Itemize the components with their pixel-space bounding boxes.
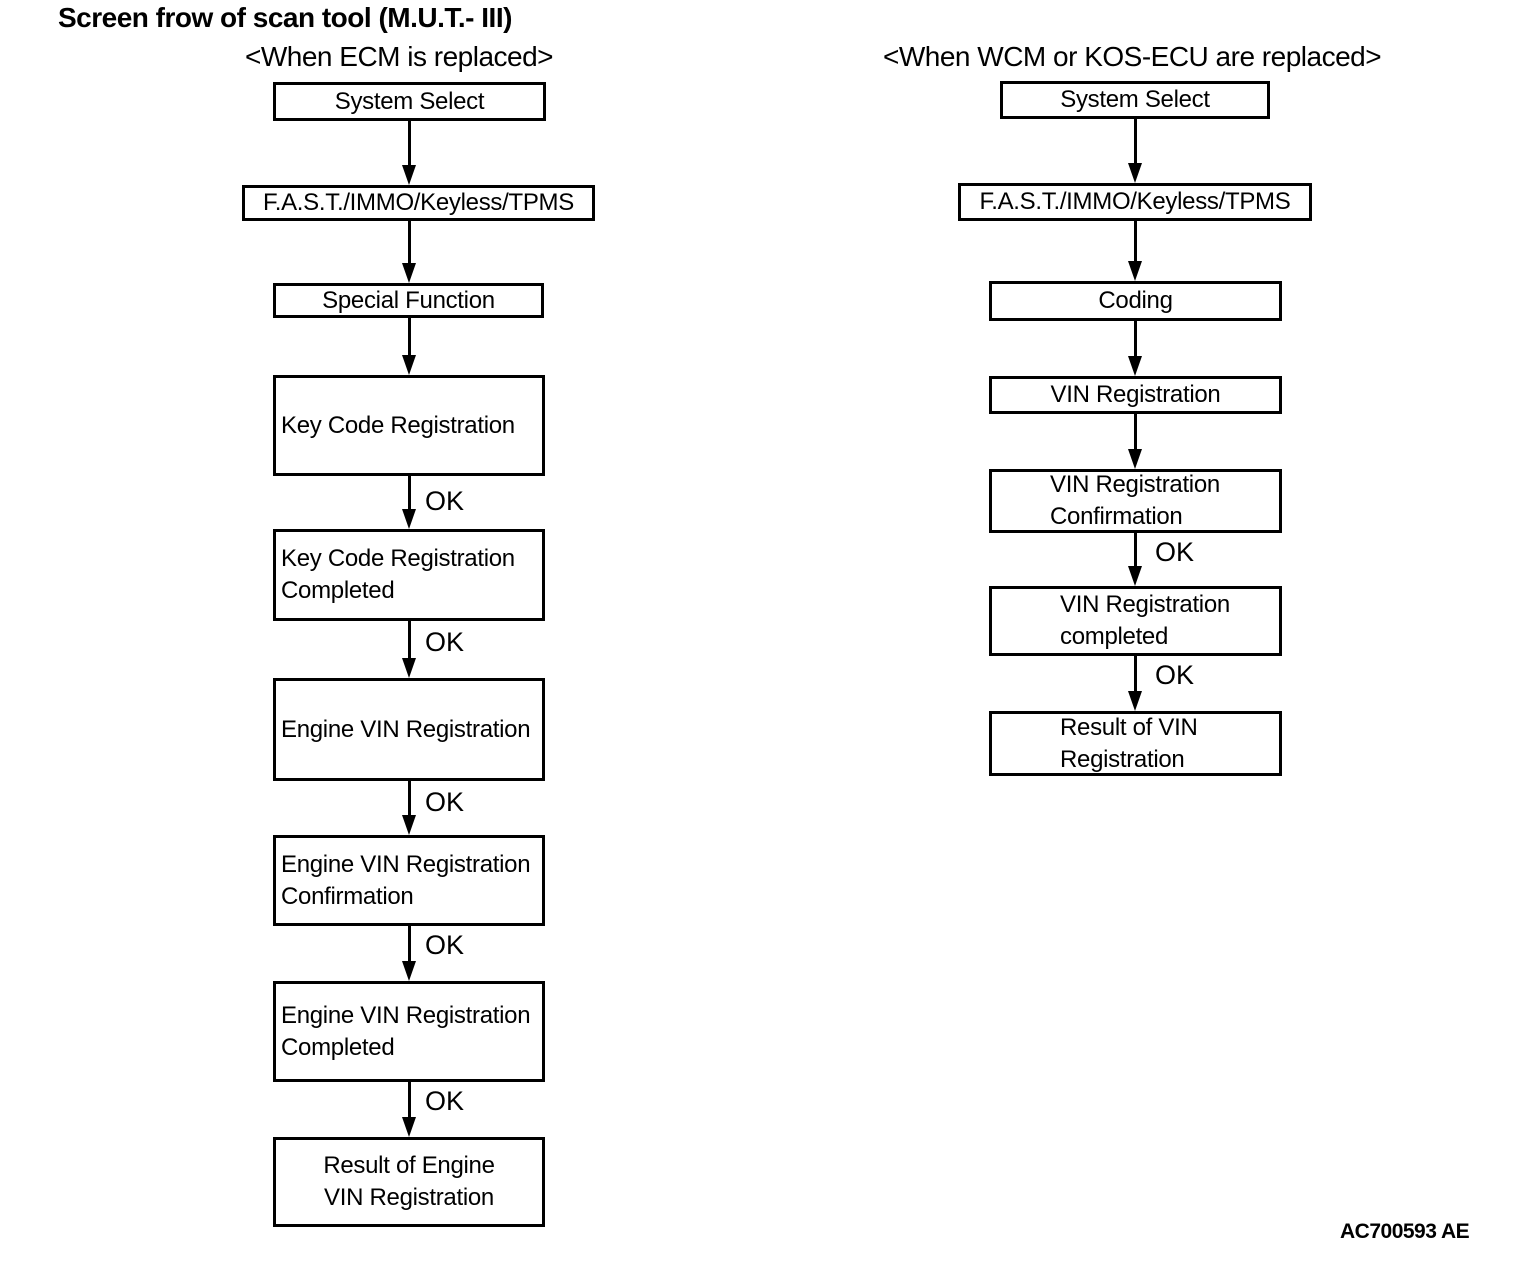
flow-box-vin-registration-completed: VIN Registration completed xyxy=(989,586,1282,656)
arrowhead-down-icon xyxy=(402,355,416,375)
ok-label: OK xyxy=(425,930,465,960)
flow-arrow xyxy=(402,781,416,835)
arrow-shaft xyxy=(1133,119,1137,173)
arrow-shaft xyxy=(1133,321,1137,366)
flow-arrow xyxy=(402,476,416,529)
flow-arrow xyxy=(402,221,416,283)
flow-box-engine-vin-registration: Engine VIN Registration xyxy=(273,678,545,781)
flow-box-label: VIN Registration xyxy=(324,1184,494,1211)
arrowhead-down-icon xyxy=(402,1117,416,1137)
flow-box-result-of-vin-registration: Result of VIN Registration xyxy=(989,711,1282,776)
flow-box-label: F.A.S.T./IMMO/Keyless/TPMS xyxy=(979,188,1291,215)
arrow-shaft xyxy=(407,621,411,668)
flow-box-label: completed xyxy=(1060,623,1169,650)
flow-arrow xyxy=(1128,414,1142,469)
flow-box-label: System Select xyxy=(334,87,485,115)
arrow-shaft xyxy=(1133,656,1137,701)
arrow-shaft xyxy=(407,476,411,519)
flow-box-label: Engine VIN Registration xyxy=(281,850,531,878)
flow-arrow xyxy=(402,1082,416,1137)
flow-box-label: Key Code Registration xyxy=(281,545,515,572)
flow-box-system-select-ecm: System Select xyxy=(273,82,546,121)
flow-arrow xyxy=(1128,533,1142,586)
flow-box-label: Result of Engine xyxy=(323,1152,495,1179)
flow-box-key-code-registration: Key Code Registration xyxy=(273,375,545,476)
flow-arrow xyxy=(402,926,416,981)
ok-label: OK xyxy=(1155,660,1195,690)
flow-box-result-of-engine-vin-registration: Result of Engine VIN Registration xyxy=(273,1137,545,1227)
flow-box-label: Registration xyxy=(1060,745,1185,773)
right-flow-header: <When WCM or KOS-ECU are replaced> xyxy=(883,41,1382,72)
arrowhead-down-icon xyxy=(402,263,416,283)
flow-box-label: Confirmation xyxy=(1050,503,1183,530)
arrow-shaft xyxy=(407,781,411,825)
arrowhead-down-icon xyxy=(402,658,416,678)
arrow-shaft xyxy=(1133,533,1137,576)
flow-box-label: VIN Registration xyxy=(1050,381,1221,408)
arrowhead-down-icon xyxy=(402,815,416,835)
ok-label: OK xyxy=(1155,537,1195,567)
arrowhead-down-icon xyxy=(1128,261,1142,281)
flow-box-engine-vin-registration-completed: Engine VIN Registration Completed xyxy=(273,981,545,1082)
arrowhead-down-icon xyxy=(1128,163,1142,183)
flow-arrow xyxy=(402,318,416,375)
arrow-shaft xyxy=(407,221,411,273)
flow-box-vin-registration: VIN Registration xyxy=(989,376,1282,414)
flow-arrow xyxy=(402,621,416,678)
flow-arrow xyxy=(402,121,416,185)
ok-label: OK xyxy=(425,486,465,516)
flow-box-label: Confirmation xyxy=(281,882,414,910)
flow-box-label: VIN Registration xyxy=(1060,591,1230,618)
arrowhead-down-icon xyxy=(1128,691,1142,711)
flow-box-fast-immo-keyless-tpms-ecm: F.A.S.T./IMMO/Keyless/TPMS xyxy=(242,185,595,221)
flow-box-fast-immo-keyless-tpms-wcm: F.A.S.T./IMMO/Keyless/TPMS xyxy=(958,183,1312,221)
flow-box-label: Special Function xyxy=(322,286,495,314)
flow-box-label: System Select xyxy=(1060,86,1210,113)
flow-box-label: Engine VIN Registration xyxy=(281,1001,531,1029)
figure-code: AC700593 AE xyxy=(1340,1220,1470,1243)
arrowhead-down-icon xyxy=(402,509,416,529)
ok-label: OK xyxy=(425,787,465,817)
arrowhead-down-icon xyxy=(402,961,416,981)
page-title: Screen frow of scan tool (M.U.T.- III) xyxy=(58,2,512,33)
arrow-shaft xyxy=(407,121,411,175)
flow-box-label: Completed xyxy=(281,577,395,604)
flow-arrow xyxy=(1128,221,1142,281)
flow-box-system-select-wcm: System Select xyxy=(1000,81,1270,119)
arrow-shaft xyxy=(407,926,411,971)
flow-arrow xyxy=(1128,119,1142,183)
flow-box-label: VIN Registration xyxy=(1050,471,1220,498)
arrowhead-down-icon xyxy=(1128,356,1142,376)
flow-box-vin-registration-confirmation: VIN Registration Confirmation xyxy=(989,469,1282,533)
flow-box-label: F.A.S.T./IMMO/Keyless/TPMS xyxy=(263,189,574,216)
ok-label: OK xyxy=(425,1086,465,1116)
flow-box-coding: Coding xyxy=(989,281,1282,321)
arrow-shaft xyxy=(1133,414,1137,459)
arrow-shaft xyxy=(1133,221,1137,271)
flow-box-label: Engine VIN Registration xyxy=(281,715,531,743)
ok-label: OK xyxy=(425,627,465,657)
arrowhead-down-icon xyxy=(1128,566,1142,586)
arrowhead-down-icon xyxy=(402,165,416,185)
left-flow-header: <When ECM is replaced> xyxy=(245,41,554,72)
arrowhead-down-icon xyxy=(1128,449,1142,469)
flow-box-key-code-registration-completed: Key Code Registration Completed xyxy=(273,529,545,621)
flow-box-label: Completed xyxy=(281,1033,395,1061)
flow-box-label: Key Code Registration xyxy=(281,411,515,439)
flow-box-special-function: Special Function xyxy=(273,283,544,318)
flow-box-label: Result of VIN xyxy=(1060,713,1198,741)
arrow-shaft xyxy=(407,318,411,365)
flow-box-engine-vin-registration-confirmation: Engine VIN Registration Confirmation xyxy=(273,835,545,926)
flow-arrow xyxy=(1128,656,1142,711)
arrow-shaft xyxy=(407,1082,411,1127)
flow-arrow xyxy=(1128,321,1142,376)
flow-box-label: Coding xyxy=(1098,287,1173,314)
